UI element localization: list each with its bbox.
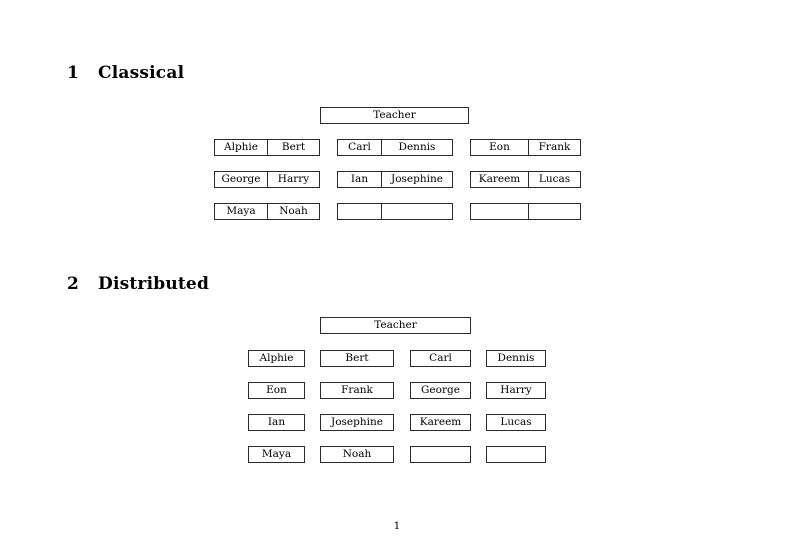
distributed-node[interactable]: Josephine xyxy=(320,414,394,431)
classical-cell[interactable]: Eon xyxy=(489,141,510,153)
distributed-node[interactable]: Alphie xyxy=(248,350,305,367)
classical-group-3-row-1[interactable]: Eon Frank xyxy=(470,139,581,156)
classical-teacher-label: Teacher xyxy=(373,109,416,121)
distributed-node[interactable]: Dennis xyxy=(486,350,546,367)
page-number: 1 xyxy=(393,520,401,532)
classical-cell[interactable]: Carl xyxy=(348,141,371,153)
section-title-1: Classical xyxy=(98,63,185,83)
classical-cell[interactable]: Bert xyxy=(267,140,319,155)
classical-cell[interactable]: Dennis xyxy=(381,140,452,155)
distributed-node[interactable]: Bert xyxy=(320,350,394,367)
section-number-1: 1 xyxy=(67,63,80,83)
distributed-node[interactable]: George xyxy=(410,382,471,399)
classical-group-3-row-3[interactable] xyxy=(470,203,581,220)
classical-group-2-row-1[interactable]: Carl Dennis xyxy=(337,139,453,156)
section-heading-classical: 1 Classical xyxy=(67,65,184,82)
classical-teacher-box[interactable]: Teacher xyxy=(320,107,469,124)
classical-cell[interactable]: Josephine xyxy=(381,172,452,187)
classical-group-1-row-1[interactable]: Alphie Bert xyxy=(214,139,320,156)
classical-cell[interactable]: Frank xyxy=(528,140,580,155)
classical-cell[interactable]: Noah xyxy=(267,204,319,219)
distributed-node[interactable]: Maya xyxy=(248,446,305,463)
distributed-node[interactable]: Harry xyxy=(486,382,546,399)
distributed-node[interactable]: Ian xyxy=(248,414,305,431)
classical-group-3-row-2[interactable]: Kareem Lucas xyxy=(470,171,581,188)
classical-cell[interactable]: Ian xyxy=(350,173,369,185)
classical-cell[interactable]: Kareem xyxy=(478,173,521,185)
classical-group-2-row-2[interactable]: Ian Josephine xyxy=(337,171,453,188)
classical-cell[interactable] xyxy=(338,204,381,219)
distributed-node[interactable]: Kareem xyxy=(410,414,471,431)
classical-group-1-row-2[interactable]: George Harry xyxy=(214,171,320,188)
classical-cell[interactable] xyxy=(471,204,528,219)
distributed-node[interactable]: Frank xyxy=(320,382,394,399)
classical-cell[interactable]: Lucas xyxy=(528,172,580,187)
distributed-node[interactable] xyxy=(410,446,471,463)
classical-cell[interactable]: Alphie xyxy=(224,141,258,153)
distributed-node[interactable] xyxy=(486,446,546,463)
distributed-node[interactable]: Carl xyxy=(410,350,471,367)
classical-cell[interactable]: George xyxy=(221,173,261,185)
distributed-node[interactable]: Eon xyxy=(248,382,305,399)
distributed-teacher-box[interactable]: Teacher xyxy=(320,317,471,334)
classical-group-2-row-3[interactable] xyxy=(337,203,453,220)
classical-cell[interactable] xyxy=(528,204,580,219)
distributed-teacher-label: Teacher xyxy=(374,319,417,331)
classical-group-1-row-3[interactable]: Maya Noah xyxy=(214,203,320,220)
distributed-node[interactable]: Noah xyxy=(320,446,394,463)
distributed-node[interactable]: Lucas xyxy=(486,414,546,431)
section-heading-distributed: 2 Distributed xyxy=(67,276,209,293)
classical-cell[interactable]: Maya xyxy=(226,205,256,217)
classical-cell[interactable] xyxy=(381,204,452,219)
section-number-2: 2 xyxy=(67,274,80,294)
section-title-2: Distributed xyxy=(98,274,210,294)
classical-cell[interactable]: Harry xyxy=(267,172,319,187)
